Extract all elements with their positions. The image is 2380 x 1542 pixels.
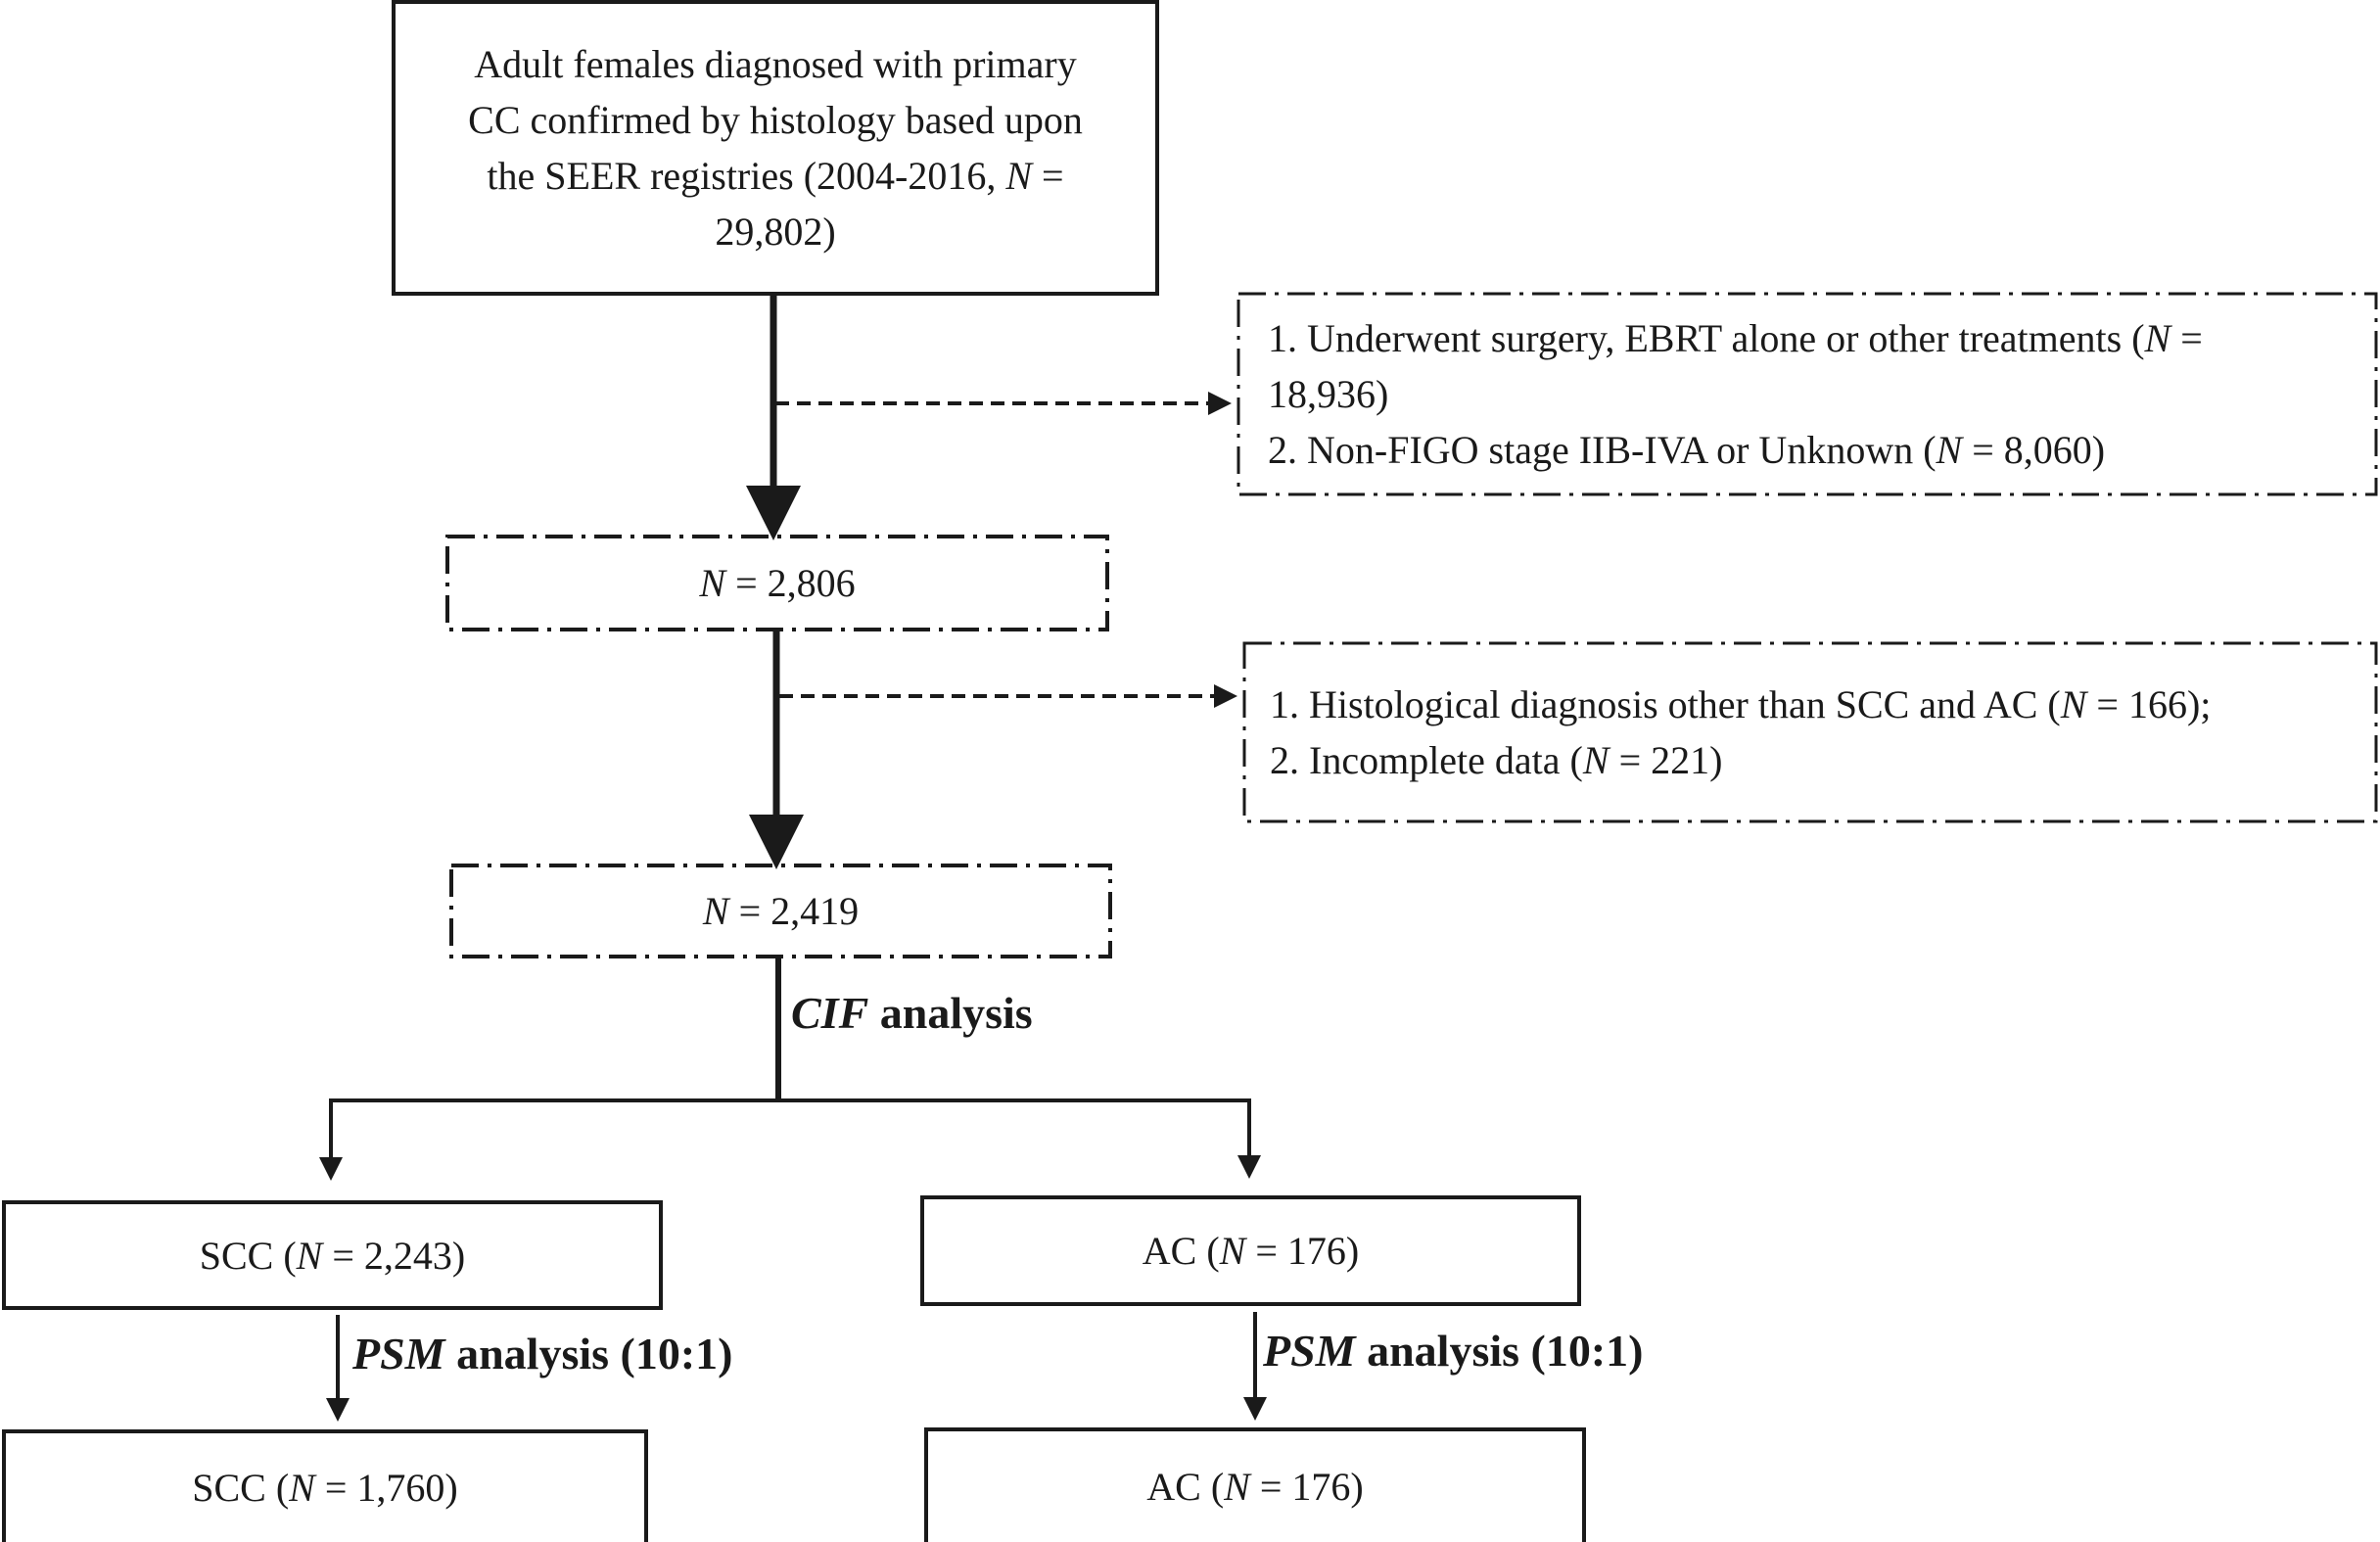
scc-before-n: N <box>296 1233 323 1278</box>
psm-right-text: analysis (10:1) <box>1355 1326 1644 1376</box>
exclusion1-item1-n: N <box>2144 316 2171 360</box>
source-population-box: Adult females diagnosed with primary CC … <box>392 0 1159 296</box>
scc-before-label: SCC ( <box>199 1233 297 1278</box>
psm-right-label: PSM analysis (10:1) <box>1263 1325 1644 1377</box>
ac-before-box: AC (N = 176) <box>920 1195 1581 1306</box>
step1-box: N = 2,806 <box>447 537 1107 630</box>
source-line-2: CC confirmed by histology based upon <box>468 98 1083 142</box>
step2-count: = 2,419 <box>728 889 860 933</box>
source-n-symbol: N <box>1005 154 1033 198</box>
scc-after-count: = 1,760) <box>314 1466 458 1510</box>
exclusion2-item1-end: = 166); <box>2086 682 2212 726</box>
psm-left-abbrev: PSM <box>352 1329 445 1378</box>
scc-after-box: SCC (N = 1,760) <box>2 1429 648 1542</box>
exclusion2-item1: 1. Histological diagnosis other than SCC… <box>1270 682 2061 726</box>
exclusion2-item2-end: = 221) <box>1609 738 1723 782</box>
exclusion2-box: 1. Histological diagnosis other than SCC… <box>1244 643 2376 821</box>
exclusion2-item2-n: N <box>1582 738 1610 782</box>
psm-right-abbrev: PSM <box>1263 1326 1356 1376</box>
ac-after-n: N <box>1224 1465 1250 1509</box>
source-line-3-end: = <box>1032 154 1064 198</box>
ac-after-count: = 176) <box>1249 1465 1364 1509</box>
ac-after-box: AC (N = 176) <box>924 1427 1586 1542</box>
exclusion1-item1-continued: 18,936) <box>1268 372 1389 416</box>
ac-before-n: N <box>1219 1229 1246 1273</box>
exclusion1-box: 1. Underwent surgery, EBRT alone or othe… <box>1238 294 2376 494</box>
scc-after-n: N <box>289 1466 315 1510</box>
exclusion1-outline <box>1237 292 2378 496</box>
psm-left-label: PSM analysis (10:1) <box>352 1328 733 1379</box>
exclusion2-item2: 2. Incomplete data ( <box>1270 738 1583 782</box>
exclusion1-item1: 1. Underwent surgery, EBRT alone or othe… <box>1268 316 2145 360</box>
cif-text: analysis <box>868 988 1033 1038</box>
ac-before-count: = 176) <box>1245 1229 1360 1273</box>
exclusion1-item2-end: = 8,060) <box>1962 428 2106 472</box>
exclusion1-item2-n: N <box>1936 428 1963 472</box>
psm-left-text: analysis (10:1) <box>444 1329 733 1378</box>
ac-before-label: AC ( <box>1142 1229 1220 1273</box>
ac-after-label: AC ( <box>1146 1465 1225 1509</box>
step2-box: N = 2,419 <box>451 865 1110 957</box>
scc-before-count: = 2,243) <box>322 1233 466 1278</box>
cif-abbrev: CIF <box>791 988 869 1038</box>
step1-n-symbol: N <box>699 561 726 605</box>
scc-after-label: SCC ( <box>192 1466 290 1510</box>
step1-count: = 2,806 <box>725 561 856 605</box>
scc-before-box: SCC (N = 2,243) <box>2 1200 663 1310</box>
source-line-1: Adult females diagnosed with primary <box>474 42 1077 86</box>
cif-analysis-label: CIF analysis <box>791 987 1033 1039</box>
exclusion2-outline <box>1242 641 2378 823</box>
exclusion1-item2: 2. Non-FIGO stage IIB-IVA or Unknown ( <box>1268 428 1937 472</box>
source-line-3: the SEER registries (2004-2016, <box>487 154 1006 198</box>
source-line-4: 29,802) <box>715 210 836 254</box>
step2-n-symbol: N <box>702 889 729 933</box>
exclusion2-item1-n: N <box>2060 682 2087 726</box>
exclusion1-item1-end: = <box>2170 316 2203 360</box>
